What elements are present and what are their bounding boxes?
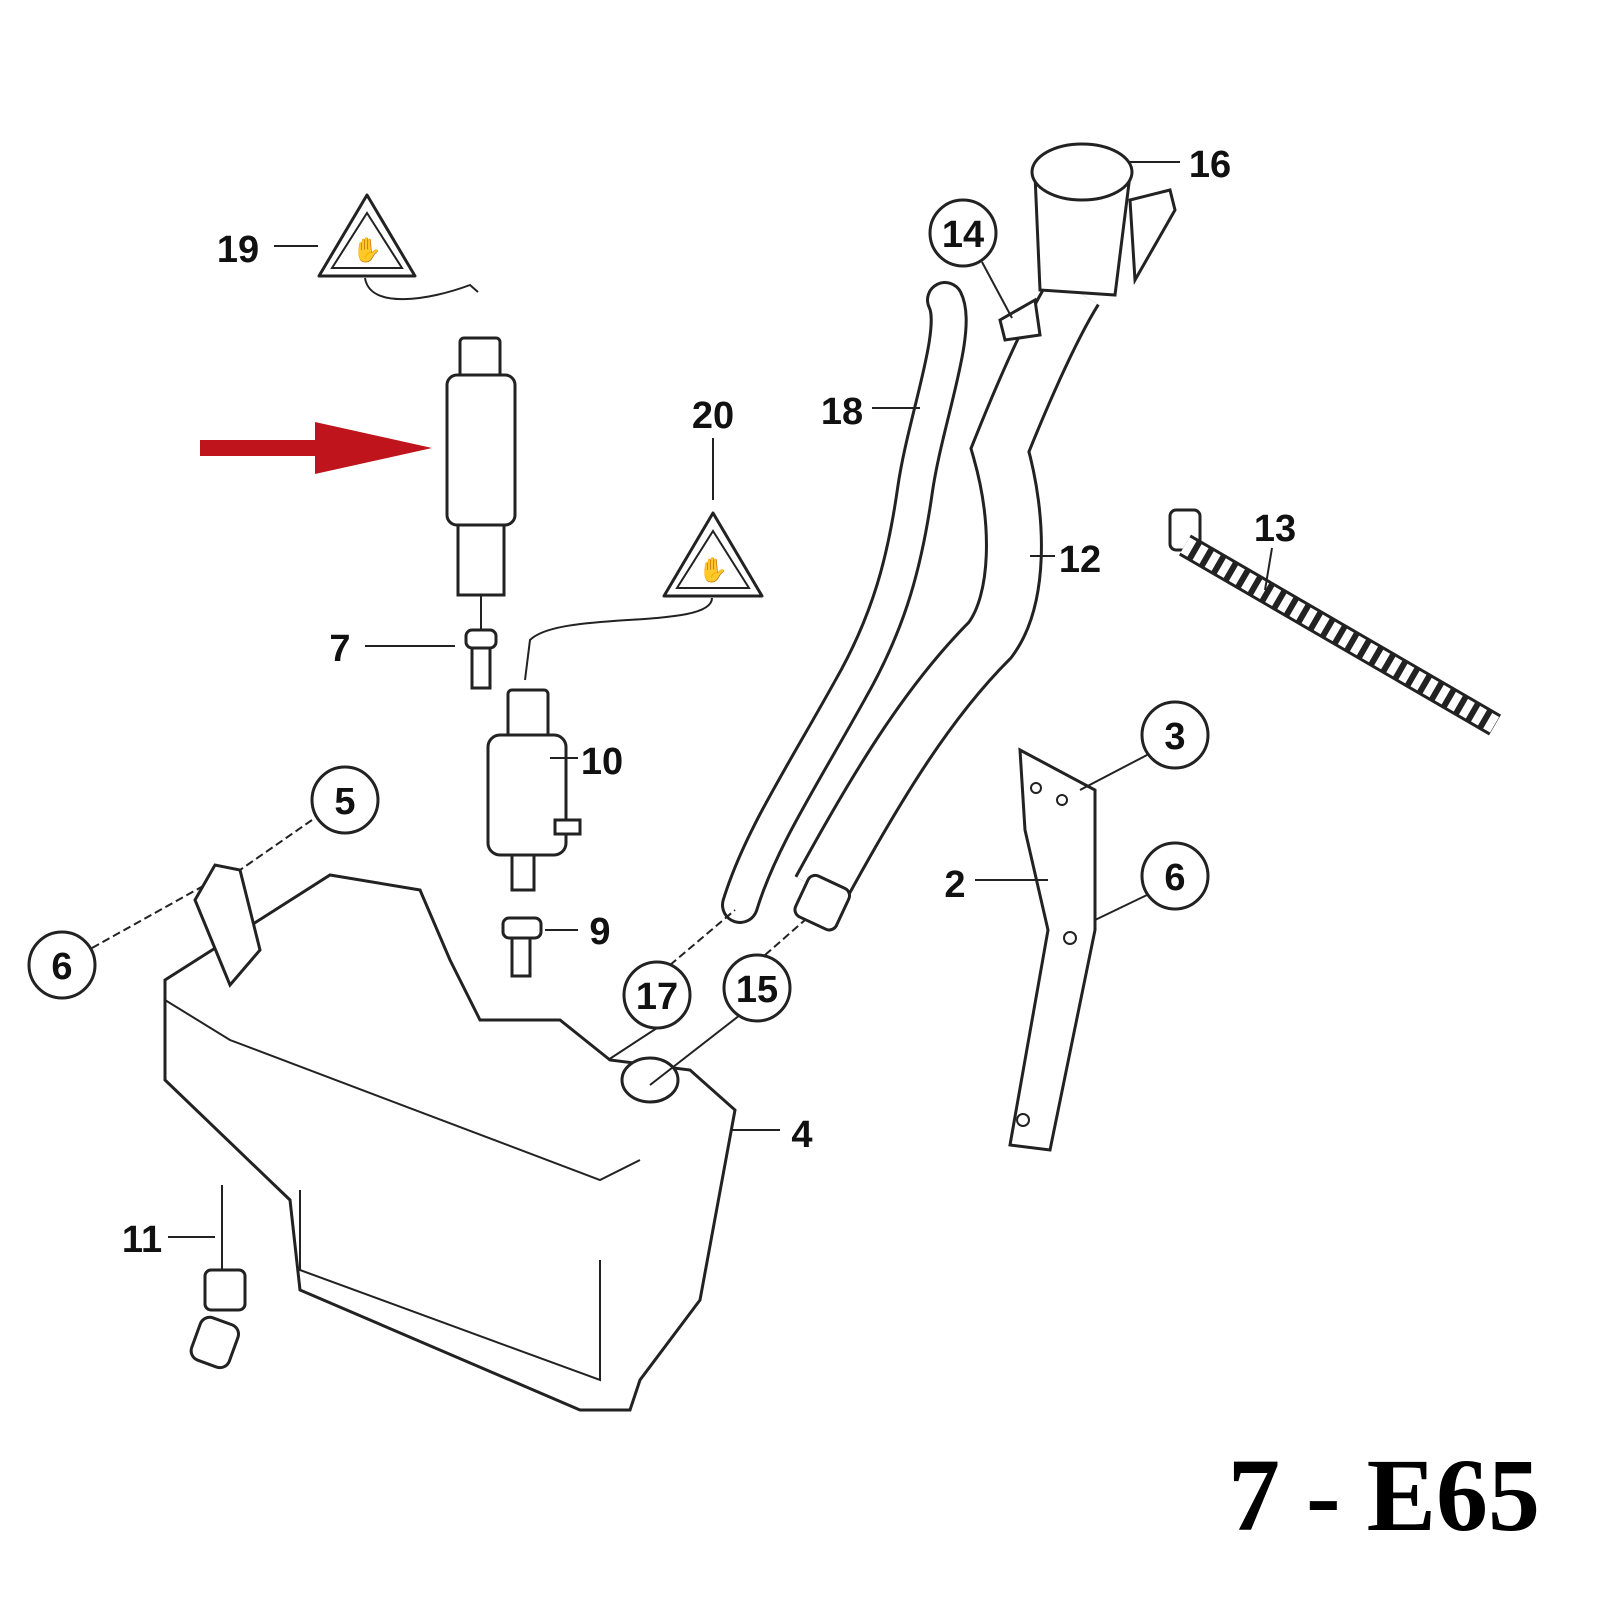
callout-6: 6 bbox=[51, 946, 72, 988]
callout-5: 5 bbox=[334, 781, 355, 823]
callout-13: 13 bbox=[1254, 508, 1296, 550]
svg-text:✋: ✋ bbox=[698, 556, 728, 584]
callout-circle-17 bbox=[622, 960, 692, 1030]
callout-18: 18 bbox=[821, 391, 863, 433]
callout-2: 2 bbox=[944, 864, 965, 906]
callout-15: 15 bbox=[736, 969, 778, 1011]
callout-14: 14 bbox=[942, 214, 984, 256]
callout-17: 17 bbox=[636, 976, 678, 1018]
callout-3: 3 bbox=[1164, 716, 1185, 758]
callout-4: 4 bbox=[791, 1114, 812, 1156]
callout-circle-6 bbox=[27, 930, 97, 1000]
grommet-15 bbox=[793, 873, 852, 932]
washer-fluid-reservoir-4 bbox=[163, 863, 737, 1412]
filler-cap-16 bbox=[998, 142, 1177, 342]
callout-19: 19 bbox=[217, 229, 259, 271]
callout-circle-3 bbox=[1140, 700, 1210, 770]
grommet-7 bbox=[464, 628, 498, 690]
diagram-title: 7 - E65 bbox=[1228, 1438, 1540, 1553]
callout-10: 10 bbox=[581, 741, 623, 783]
callout-circle-6b bbox=[1140, 841, 1210, 911]
bracket-2 bbox=[1008, 747, 1097, 1152]
esd-warning-icon-19: ✋ bbox=[317, 193, 417, 278]
callout-circle-5 bbox=[310, 765, 380, 835]
callout-circle-14 bbox=[928, 198, 998, 268]
washer-pump-highlighted bbox=[445, 336, 517, 630]
highlight-arrow bbox=[200, 422, 432, 474]
callout-16: 16 bbox=[1189, 144, 1231, 186]
callout-7: 7 bbox=[329, 628, 350, 670]
callout-11: 11 bbox=[122, 1219, 162, 1261]
esd-warning-icon-20: ✋ bbox=[662, 511, 764, 598]
callout-6b: 6 bbox=[1164, 857, 1185, 899]
callout-9: 9 bbox=[589, 911, 610, 953]
level-sensor-11 bbox=[189, 1185, 247, 1370]
cable-tie-13 bbox=[1168, 508, 1502, 736]
callout-20: 20 bbox=[692, 395, 734, 437]
svg-text:✋: ✋ bbox=[352, 236, 382, 264]
callout-circle-15 bbox=[722, 953, 792, 1023]
washer-pump-10 bbox=[486, 688, 582, 892]
leader-lines bbox=[91, 161, 1273, 1238]
grommet-9 bbox=[501, 916, 543, 978]
callout-12: 12 bbox=[1059, 539, 1101, 581]
